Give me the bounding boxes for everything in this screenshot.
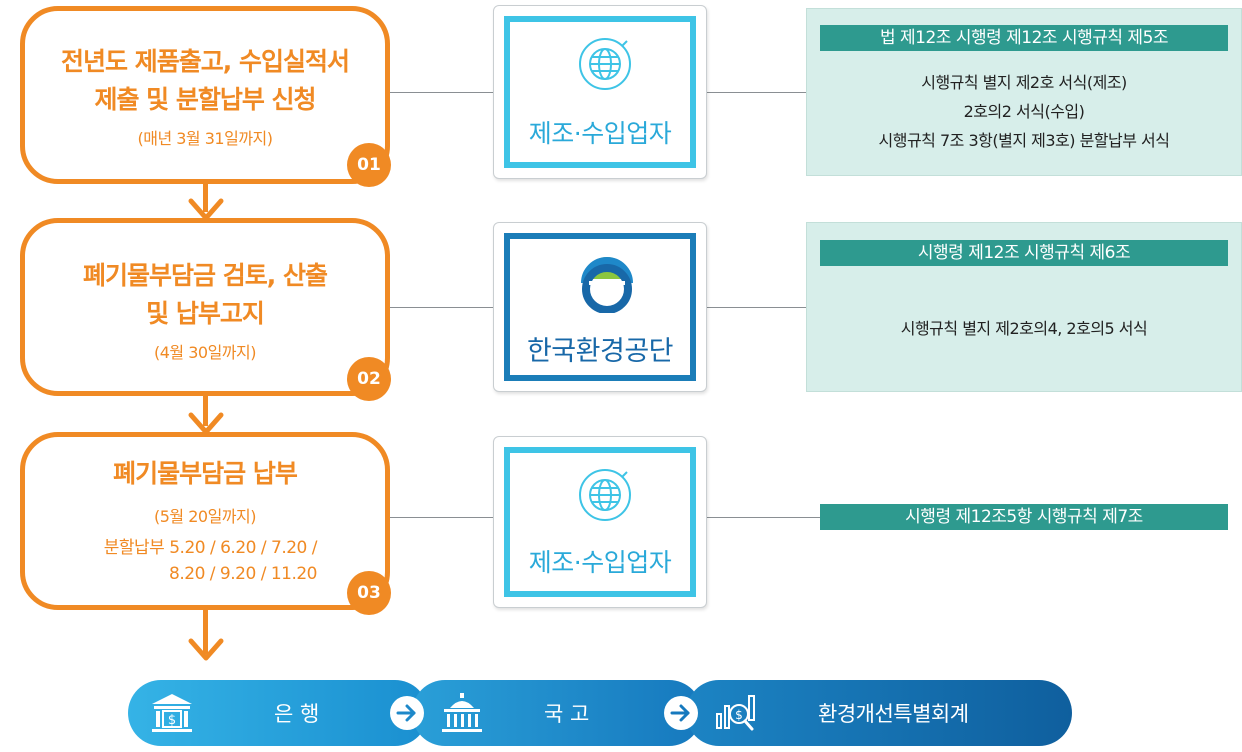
- step-1-title-line1: 전년도 제품출고, 수입실적서: [61, 47, 350, 76]
- treasury-building-icon: [442, 693, 482, 732]
- connector-line: [707, 517, 820, 518]
- agency-card-2-name: 한국환경공단: [526, 336, 674, 367]
- law-panel-2-header: 시행령 제12조 시행규칙 제6조: [820, 240, 1228, 266]
- step-1-title-line2: 제출 및 분할납부 신청: [94, 85, 316, 114]
- step-3-title: 폐기물부담금 납부: [113, 459, 298, 488]
- step-arrow-3: [203, 610, 208, 654]
- step-3-split-line1: 분할납부 5.20 / 6.20 / 7.20 /: [103, 538, 318, 558]
- law-panel-1-line: 시행규칙 별지 제2호 서식(제조): [921, 73, 1127, 92]
- step-box-1: 전년도 제품출고, 수입실적서 제출 및 분할납부 신청 (매년 3월 31일까…: [20, 6, 390, 184]
- step-2-badge: 02: [347, 357, 391, 401]
- flow-special-account: $ 환경개선특별회계: [686, 680, 1072, 746]
- flow-special-account-label: 환경개선특별회계: [818, 702, 969, 726]
- connector-line: [390, 92, 493, 93]
- agency-card-2: 한국환경공단: [493, 222, 707, 392]
- arrow-right-icon: [670, 704, 690, 722]
- korea-environment-corp-logo: [581, 257, 633, 313]
- flow-bank-label: 은 행: [274, 702, 320, 726]
- svg-text:$: $: [168, 713, 176, 728]
- connector-line: [390, 307, 493, 308]
- globe-icon: [579, 469, 631, 521]
- step-arrow-2: [203, 396, 208, 426]
- arrow-right-icon: [396, 704, 416, 722]
- flow-bank: $ 은 행: [128, 680, 428, 746]
- arrow-down-icon: [188, 638, 224, 661]
- flow-arrow-1: [390, 696, 424, 730]
- connector-line: [707, 307, 806, 308]
- step-arrow-1: [203, 184, 208, 212]
- law-panel-3-header: 시행령 제12조5항 시행규칙 제7조: [820, 504, 1228, 530]
- law-panel-1-line: 2호의2 서식(수입): [963, 102, 1085, 121]
- step-box-2: 폐기물부담금 검토, 산출 및 납부고지 (4월 30일까지): [20, 218, 390, 396]
- agency-card-1-name: 제조·수입업자: [528, 119, 672, 148]
- connector-line: [707, 92, 806, 93]
- connector-line: [390, 517, 493, 518]
- flow-treasury-label: 국 고: [544, 702, 590, 726]
- law-panel-1-line: 시행규칙 7조 3항(별지 제3호) 분할납부 서식: [878, 131, 1170, 150]
- step-box-3: 폐기물부담금 납부 (5월 20일까지) 분할납부 5.20 / 6.20 / …: [20, 432, 390, 610]
- step-1-badge: 01: [347, 143, 391, 187]
- law-panel-1-header: 법 제12조 시행령 제12조 시행규칙 제5조: [820, 25, 1228, 51]
- agency-card-3: 제조·수입업자: [493, 436, 707, 608]
- step-1-deadline: (매년 3월 31일까지): [137, 129, 273, 148]
- bank-icon: $: [152, 694, 192, 732]
- law-panel-1-body: 시행규칙 별지 제2호 서식(제조) 2호의2 서식(수입) 시행규칙 7조 3…: [806, 68, 1242, 155]
- step-2-deadline: (4월 30일까지): [154, 343, 257, 362]
- law-panel-2-line: 시행규칙 별지 제2호의4, 2호의5 서식: [900, 319, 1148, 338]
- step-2-title-line1: 폐기물부담금 검토, 산출: [83, 261, 328, 290]
- flow-arrow-2: [664, 696, 698, 730]
- agency-card-1: 제조·수입업자: [493, 5, 707, 179]
- globe-icon: [579, 38, 631, 90]
- flow-treasury: 국 고: [412, 680, 702, 746]
- agency-card-3-name: 제조·수입업자: [528, 548, 672, 577]
- svg-text:$: $: [735, 708, 743, 722]
- step-3-badge: 03: [347, 571, 391, 615]
- step-3-split-line2: 8.20 / 9.20 / 11.20: [169, 564, 317, 584]
- account-chart-icon: $: [716, 695, 755, 731]
- law-panel-2-body: 시행규칙 별지 제2호의4, 2호의5 서식: [806, 314, 1242, 343]
- step-3-deadline: (5월 20일까지): [154, 507, 257, 526]
- step-2-title-line2: 및 납부고지: [146, 299, 265, 328]
